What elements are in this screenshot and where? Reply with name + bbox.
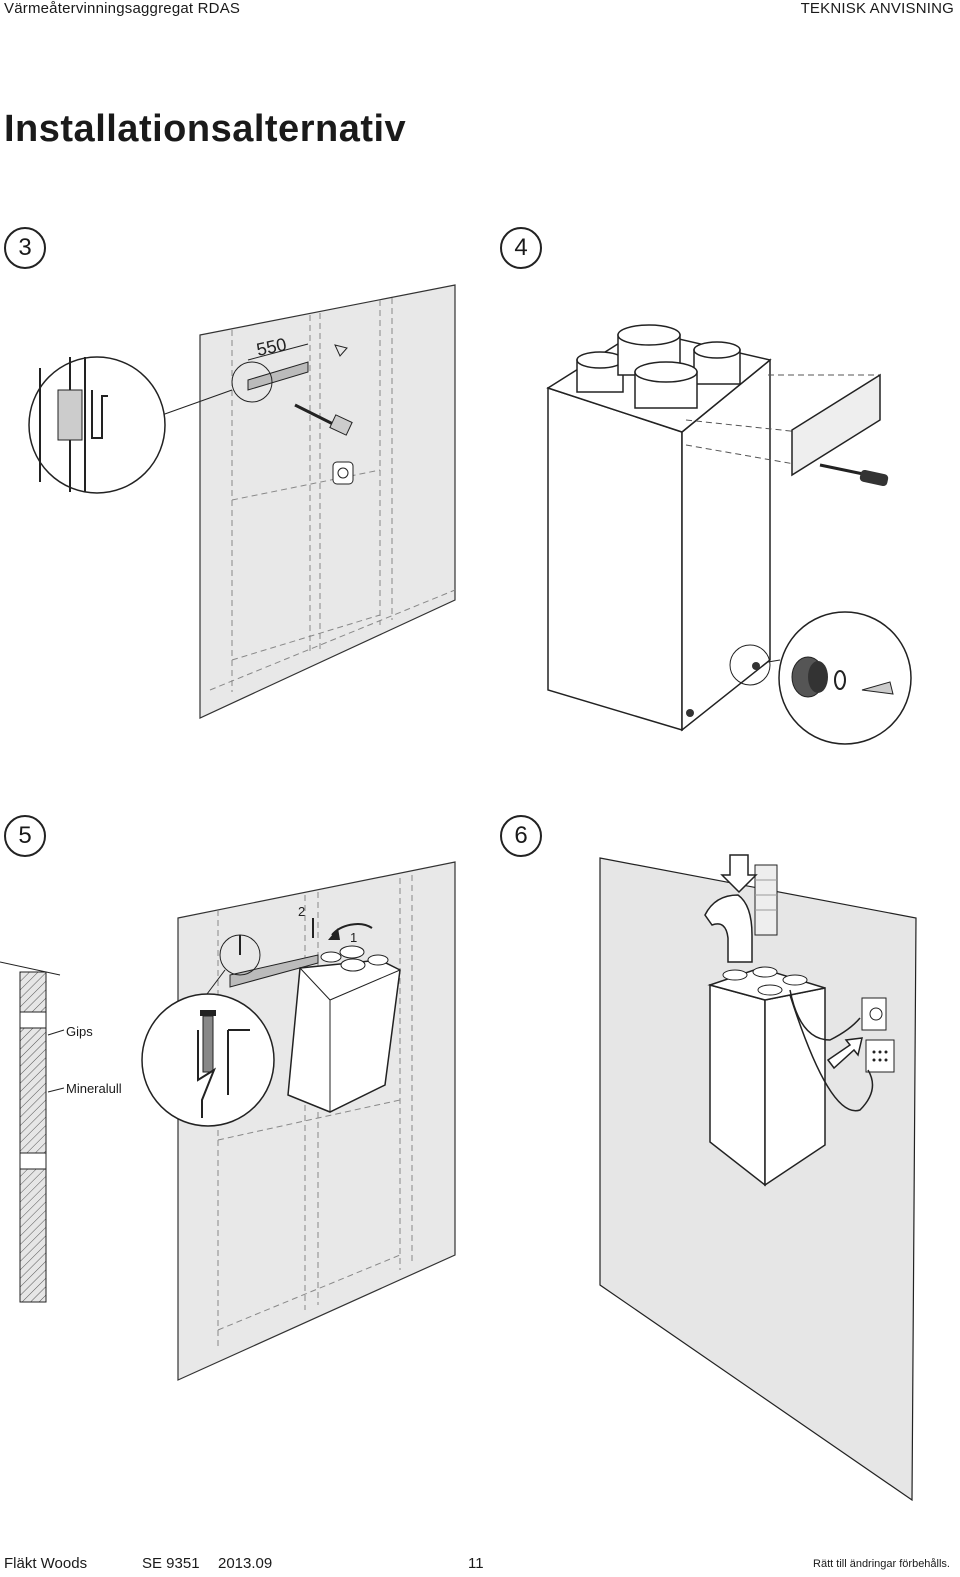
- step-number-1: 1: [350, 930, 357, 945]
- figure-6-connections: [599, 854, 917, 1502]
- figure-4-unit-bracket: [546, 324, 912, 745]
- page-title: Installationsalternativ: [4, 108, 407, 150]
- page-number: 11: [468, 1555, 484, 1572]
- step-5-badge: 5: [4, 815, 46, 857]
- header-left: Värmeåtervinningsaggregat RDAS: [4, 0, 241, 17]
- footer-rights: Rätt till ändringar förbehålls.: [813, 1558, 950, 1570]
- figure-5-hanging-unit: 1 2: [0, 861, 456, 1381]
- figure-3-wall-bracket: 550: [28, 284, 456, 719]
- label-mineralull: Mineralull: [66, 1081, 122, 1096]
- step-3-badge: 3: [4, 227, 46, 269]
- footer-code: SE 9351: [142, 1555, 200, 1572]
- step-6-badge: 6: [500, 815, 542, 857]
- header-right: TEKNISK ANVISNING: [800, 0, 954, 17]
- footer-date: 2013.09: [218, 1555, 273, 1572]
- footer-brand: Fläkt Woods: [4, 1555, 88, 1572]
- step-4-badge: 4: [500, 227, 542, 269]
- label-gips: Gips: [66, 1024, 93, 1039]
- step-number-2: 2: [298, 904, 305, 919]
